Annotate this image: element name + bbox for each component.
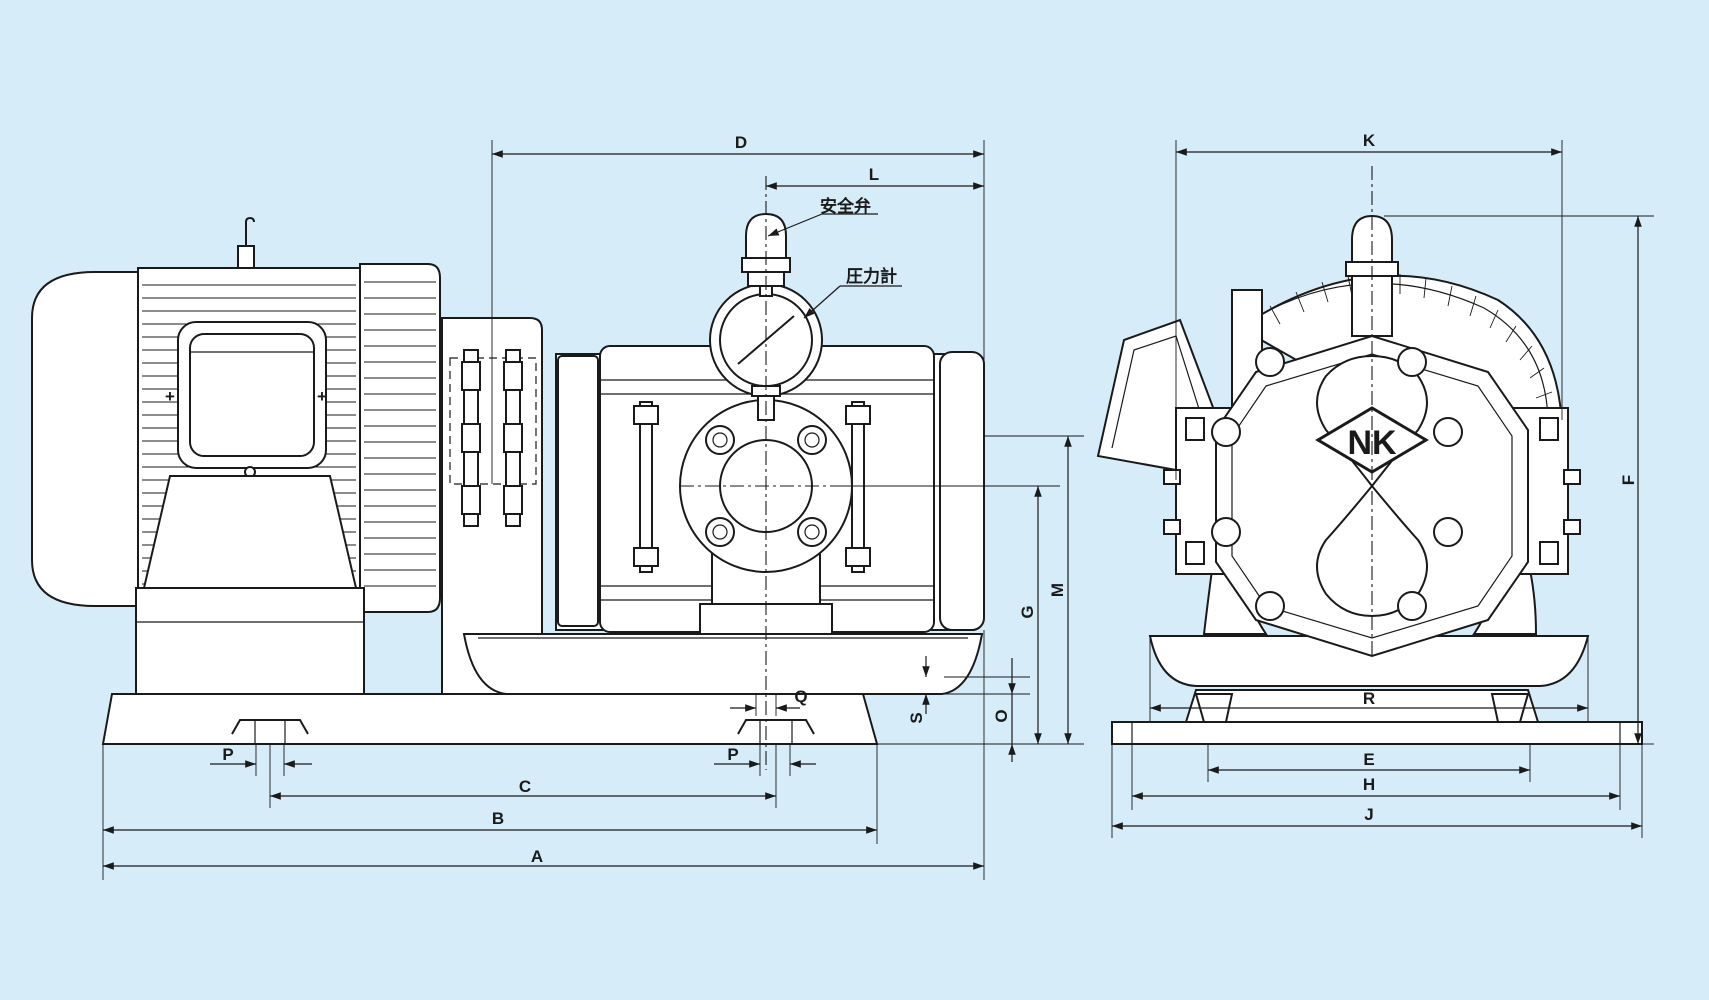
dim-label-o: O [992, 709, 1011, 722]
svg-text:+: + [165, 387, 175, 406]
side-view: + + [31, 133, 1084, 880]
dim-label-j: J [1364, 805, 1373, 824]
dim-label-c: C [519, 777, 531, 796]
dim-label-q: Q [794, 687, 807, 706]
pressure-gauge-label: 圧力計 [846, 266, 897, 287]
front-view: NK K R [1096, 131, 1654, 838]
flange-bolts [705, 425, 827, 547]
dim-label-f: F [1619, 475, 1638, 485]
dim-label-l: L [869, 165, 879, 184]
dim-label-e: E [1363, 750, 1374, 769]
dim-label-r: R [1363, 689, 1375, 708]
dim-label-b: B [492, 809, 504, 828]
dim-label-p-right: P [727, 745, 738, 764]
front-casing-bolts [1211, 347, 1463, 621]
dim-label-h: H [1363, 775, 1375, 794]
base-plate [101, 693, 879, 745]
dim-label-p-left: P [222, 745, 233, 764]
dim-label-m: M [1048, 583, 1067, 597]
safety-valve-label: 安全弁 [820, 196, 871, 217]
dim-label-k: K [1363, 131, 1376, 150]
dim-label-d: D [735, 133, 747, 152]
coupling [441, 317, 543, 695]
front-pump-casing [1163, 334, 1581, 658]
svg-text:+: + [317, 387, 327, 406]
dim-label-s: S [907, 712, 926, 723]
motor: + + [31, 216, 441, 695]
dim-label-g: G [1018, 605, 1037, 618]
dim-label-a: A [531, 847, 543, 866]
pump-base [462, 633, 984, 695]
